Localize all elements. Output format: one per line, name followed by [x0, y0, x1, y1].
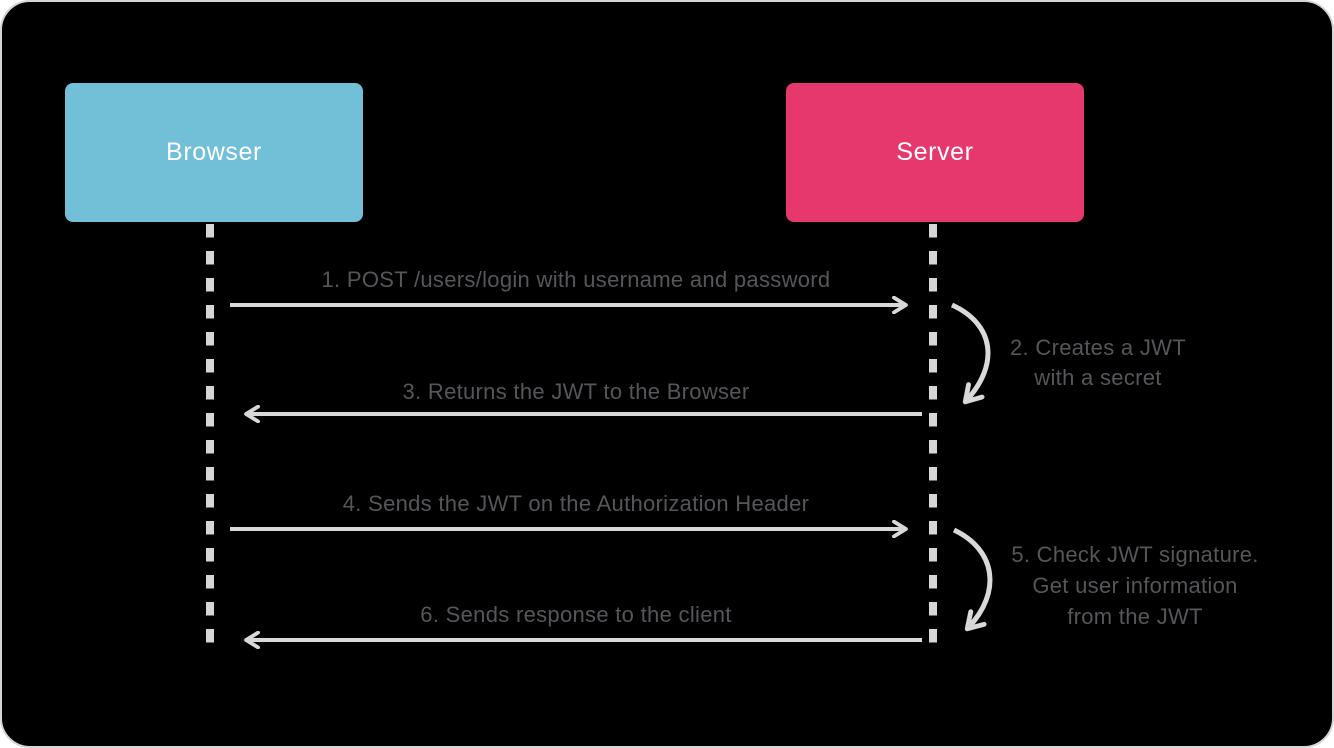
message-label-5-line-2: Get user information [1032, 573, 1238, 598]
actor-label-server: Server [896, 138, 974, 166]
message-label-1: 1. POST /users/login with username and p… [321, 267, 831, 292]
message-label-2: 2. Creates a JWT with a secret [958, 333, 1238, 393]
self-arrow-2 [950, 302, 991, 401]
message-label-5: 5. Check JWT signature. Get user informa… [970, 539, 1300, 632]
message-label-6: 6. Sends response to the client [420, 602, 732, 627]
message-label-2-line-1: 2. Creates a JWT [1010, 335, 1186, 360]
actor-box-browser: Browser [65, 83, 363, 222]
message-label-2-line-2: with a secret [1034, 365, 1162, 390]
actor-box-server: Server [786, 83, 1084, 222]
message-label-3: 3. Returns the JWT to the Browser [402, 379, 750, 404]
actor-label-browser: Browser [166, 138, 262, 166]
self-arrow-5 [952, 527, 993, 628]
message-label-5-line-3: from the JWT [1067, 604, 1203, 629]
message-label-4: 4. Sends the JWT on the Authorization He… [342, 491, 810, 516]
message-label-5-line-1: 5. Check JWT signature. [1011, 542, 1259, 567]
